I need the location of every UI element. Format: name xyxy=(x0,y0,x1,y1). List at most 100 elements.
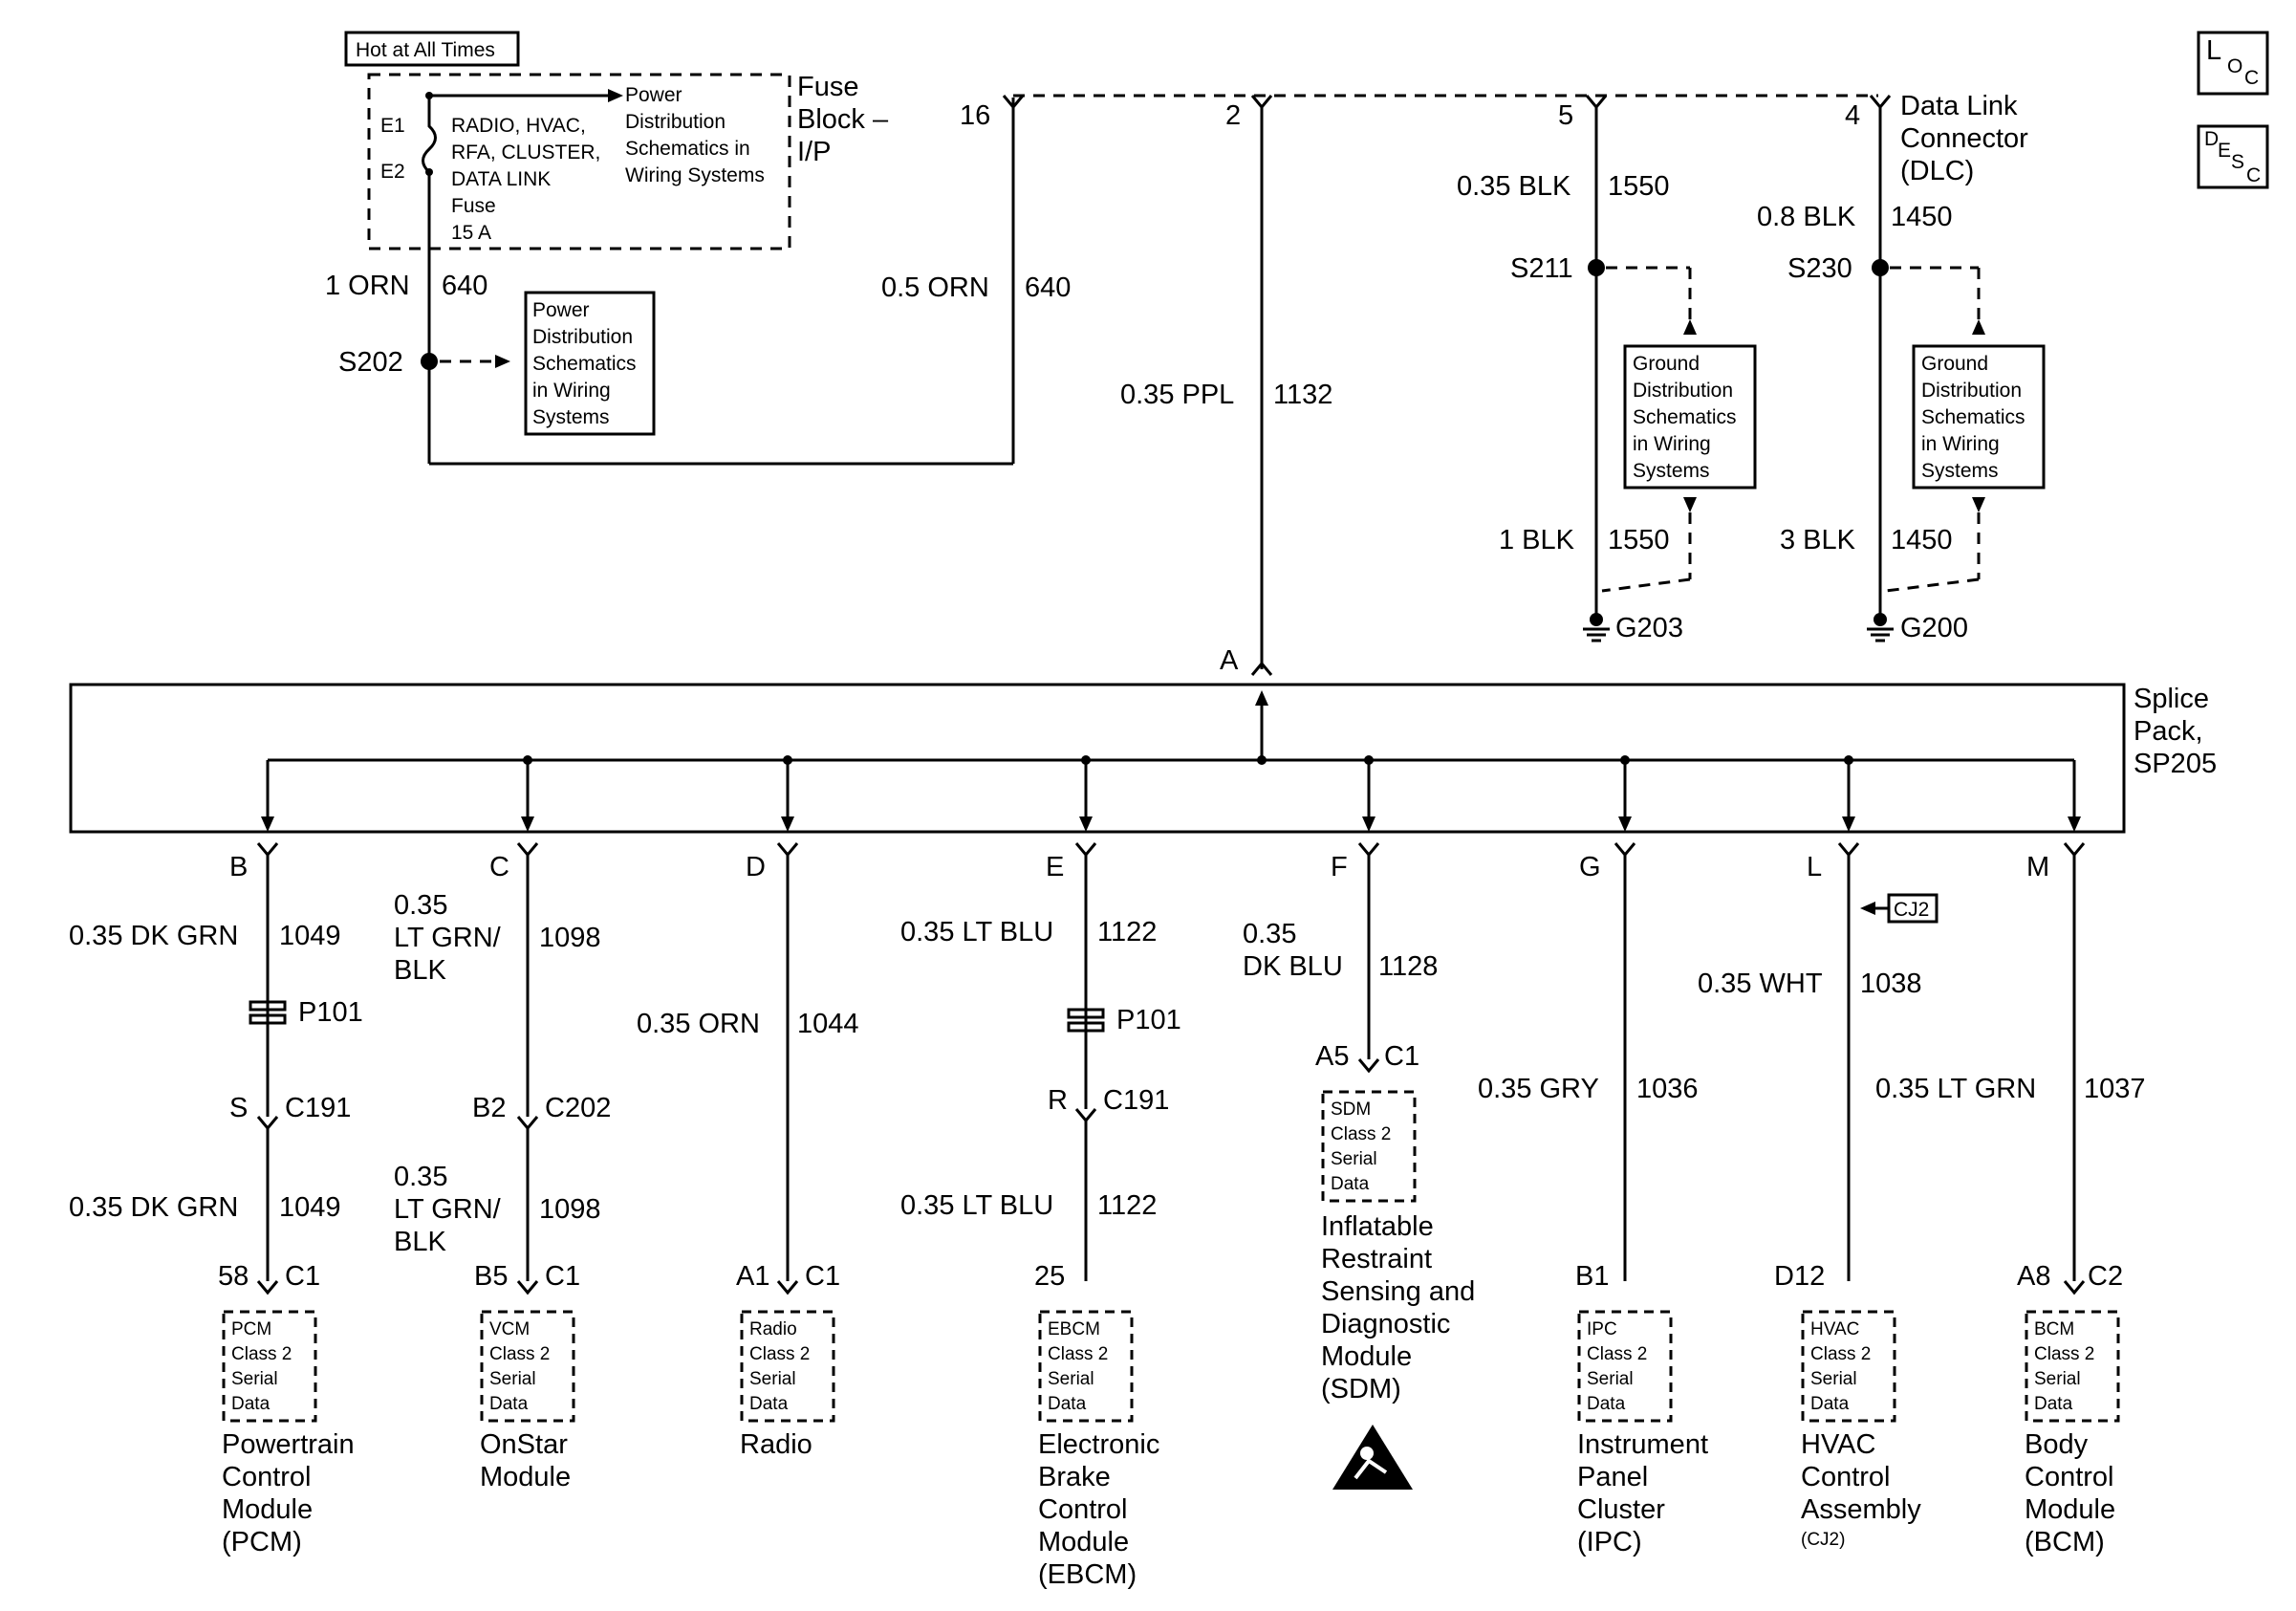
diagram-label: 0.35 xyxy=(394,890,447,921)
radio-module-box[interactable] xyxy=(740,1310,835,1423)
diagram-label: 1 BLK xyxy=(1499,525,1575,555)
diagram-label: Serial xyxy=(1810,1369,1857,1389)
diagram-label: in Wiring xyxy=(1633,433,1711,455)
vcm-module-box[interactable] xyxy=(480,1310,575,1423)
diagram-label: C1 xyxy=(1384,1041,1419,1072)
pcm-module-name: Powertrain xyxy=(222,1429,355,1460)
diagram-label: 1550 xyxy=(1608,171,1670,202)
diagram-label: SP205 xyxy=(2134,749,2217,779)
diagram-label: Assembly xyxy=(1801,1494,1921,1525)
diagram-label: C xyxy=(2244,67,2259,89)
diagram-label: 1550 xyxy=(1608,525,1670,555)
diagram-label: A1 xyxy=(736,1261,769,1292)
diagram-label: Serial xyxy=(489,1369,536,1389)
diagram-label: L xyxy=(2206,35,2221,66)
cj2-ref-box[interactable] xyxy=(1887,893,1939,924)
diagram-label: F xyxy=(1331,852,1348,882)
diagram-label: Class 2 xyxy=(489,1344,550,1364)
diagram-label: HVAC xyxy=(1810,1319,1859,1339)
diagram-label: 1098 xyxy=(539,1194,601,1225)
fuse-block: Hot at All Times E1 E2 RADIO, HVAC, RFA,… xyxy=(344,31,889,250)
loc-icon[interactable]: L O C xyxy=(2197,31,2269,96)
diagram-label: (SDM) xyxy=(1321,1374,1401,1404)
ipc-module-box[interactable] xyxy=(1577,1310,1673,1423)
diagram-label: S xyxy=(229,1093,248,1123)
ebcm-module-name: Electronic xyxy=(1038,1429,1159,1460)
diagram-label: Control xyxy=(222,1462,312,1492)
diagram-label: PCM xyxy=(231,1319,271,1339)
diagram-label: LT GRN/ xyxy=(394,1194,502,1225)
diagram-label: Distribution xyxy=(1633,380,1733,402)
diagram-label: Module xyxy=(222,1494,313,1525)
splice-s211: S211 xyxy=(1510,253,1573,284)
hvac-module-box[interactable] xyxy=(1801,1310,1896,1423)
diagram-label: Sensing and xyxy=(1321,1276,1475,1307)
diagram-label: Distribution xyxy=(1921,380,2022,402)
diagram-label: Fuse xyxy=(451,195,496,217)
pcm-module-box[interactable] xyxy=(222,1310,317,1423)
diagram-label: Control xyxy=(1038,1494,1128,1525)
diagram-label: E1 xyxy=(380,115,405,137)
sdm-module-box[interactable] xyxy=(1321,1090,1417,1203)
diagram-label: Data xyxy=(1048,1394,1087,1414)
power-distribution-ref-box[interactable] xyxy=(524,291,656,436)
diagram-label: 640 xyxy=(1025,272,1071,303)
diagram-label: 0.35 GRY xyxy=(1478,1074,1599,1104)
diagram-label: Block – xyxy=(797,104,889,135)
diagram-label: M xyxy=(2026,852,2049,882)
left-feed-640: 1 ORN 640 S202 Power Distribution Schema… xyxy=(325,98,1015,466)
diagram-label: 1122 xyxy=(1097,1190,1157,1221)
diagram-label: Data xyxy=(1810,1394,1850,1414)
diagram-label: Systems xyxy=(532,406,610,428)
diagram-label: 1037 xyxy=(2084,1074,2146,1104)
diagram-label: 0.35 xyxy=(1243,919,1296,949)
diagram-label: B2 xyxy=(472,1093,506,1123)
p101-label-2: P101 xyxy=(1116,1005,1181,1035)
diagram-label: Class 2 xyxy=(1810,1344,1871,1364)
fuse-block-title: Fuse xyxy=(797,72,858,102)
diagram-label: Brake xyxy=(1038,1462,1111,1492)
bcm-module-box[interactable] xyxy=(2025,1310,2120,1423)
diagram-label: 0.35 PPL xyxy=(1120,380,1234,410)
diagram-label: G xyxy=(1579,852,1601,882)
diagram-label: BCM xyxy=(2034,1319,2074,1339)
diagram-label: B1 xyxy=(1575,1261,1609,1292)
diagram-label: RFA, CLUSTER, xyxy=(451,142,600,163)
diagram-label: Data xyxy=(231,1394,271,1414)
desc-icon[interactable]: D E S C xyxy=(2197,124,2269,189)
ebcm-module-box[interactable] xyxy=(1038,1310,1134,1423)
wire-1132: 0.35 PPL 1132 A xyxy=(1120,107,1332,676)
diagram-label: 25 xyxy=(1034,1261,1065,1292)
diagram-label: Schematics xyxy=(532,353,637,375)
diagram-label: Class 2 xyxy=(1587,1344,1647,1364)
splice-s230: S230 xyxy=(1787,253,1852,284)
diagram-label: Module xyxy=(1038,1527,1129,1557)
diagram-label: B xyxy=(229,852,248,882)
diagram-label: C xyxy=(2246,164,2261,186)
diagram-label: E xyxy=(1046,852,1064,882)
diagram-label: Serial xyxy=(2034,1369,2081,1389)
diagram-label: DK BLU xyxy=(1243,951,1343,982)
diagram-label: Restraint xyxy=(1321,1244,1432,1274)
diagram-label: 0.35 LT BLU xyxy=(900,1190,1053,1221)
diagram-label: 0.35 LT BLU xyxy=(900,917,1053,947)
diagram-label: Module xyxy=(480,1462,571,1492)
branch-l-hvac: L CJ2 0.35 WHT 1038 D12 HVAC Class 2 Ser… xyxy=(1698,842,1939,1550)
diagram-label: S xyxy=(2231,151,2244,173)
ground-distribution-ref-box[interactable] xyxy=(1623,344,1757,490)
branch-e-ebcm: E 0.35 LT BLU 1122 P101 R C191 0.35 LT B… xyxy=(900,842,1181,1590)
ground-distribution-ref-box-2[interactable] xyxy=(1912,344,2046,490)
diagram-label: E xyxy=(2218,140,2231,162)
diagram-label: Schematics xyxy=(1921,406,2025,428)
diagram-label: D12 xyxy=(1774,1261,1825,1292)
branch-m-bcm: M 0.35 LT GRN 1037 A8 C2 BCM Class 2 Ser… xyxy=(1875,842,2146,1557)
diagram-label: Schematics xyxy=(1633,406,1737,428)
radio-module-name: Radio xyxy=(740,1429,812,1460)
diagram-label: EBCM xyxy=(1048,1319,1100,1339)
diagram-label: 1049 xyxy=(279,1192,341,1223)
diagram-label: Serial xyxy=(1587,1369,1634,1389)
diagram-label: Control xyxy=(2025,1462,2114,1492)
diagram-label: Data xyxy=(1587,1394,1626,1414)
diagram-label: 0.35 DK GRN xyxy=(69,1192,238,1223)
diagram-label: 0.5 ORN xyxy=(881,272,989,303)
